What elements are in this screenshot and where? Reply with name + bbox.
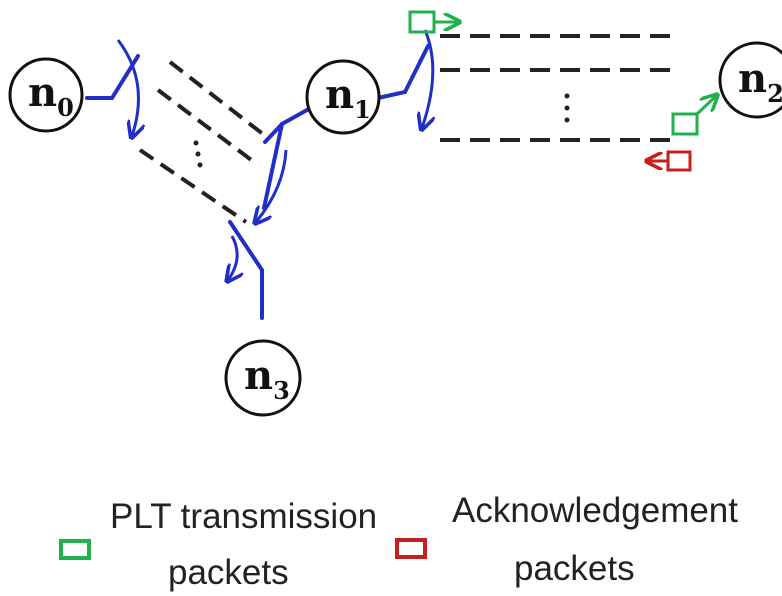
legend-ack: Acknowledgement packets <box>395 491 738 588</box>
dashed-channels-dots-right <box>564 93 570 123</box>
node-n2: n2 <box>718 41 782 119</box>
dashed-channels-n0-n3 <box>138 60 270 224</box>
node-n1-label: n1 <box>325 71 371 124</box>
red-packet-icon <box>648 150 692 172</box>
legend-plt: PLT transmission packets <box>59 497 377 592</box>
green-packet-icon <box>408 10 458 34</box>
green-packet-icon <box>671 96 716 136</box>
node-n0: n0 <box>8 57 84 133</box>
green-packet-icon <box>59 539 91 560</box>
node-n2-label: n2 <box>738 55 782 108</box>
legend-ack-line1: Acknowledgement <box>452 491 738 530</box>
dashed-channels-dots-left <box>193 140 203 168</box>
link-wiring <box>85 44 430 320</box>
node-n0-label: n0 <box>28 69 74 122</box>
switch-arrows <box>116 29 433 280</box>
dashed-channels-n1-n2 <box>440 34 680 142</box>
legend-plt-line2: packets <box>168 553 289 592</box>
node-n3: n3 <box>224 339 302 417</box>
node-n3-label: n3 <box>244 352 290 405</box>
legend: PLT transmission packets Acknowledgement… <box>59 491 738 592</box>
legend-plt-line1: PLT transmission <box>110 497 377 536</box>
red-packet-icon <box>395 538 427 559</box>
legend-ack-line2: packets <box>514 549 635 588</box>
node-n1: n1 <box>305 59 381 135</box>
